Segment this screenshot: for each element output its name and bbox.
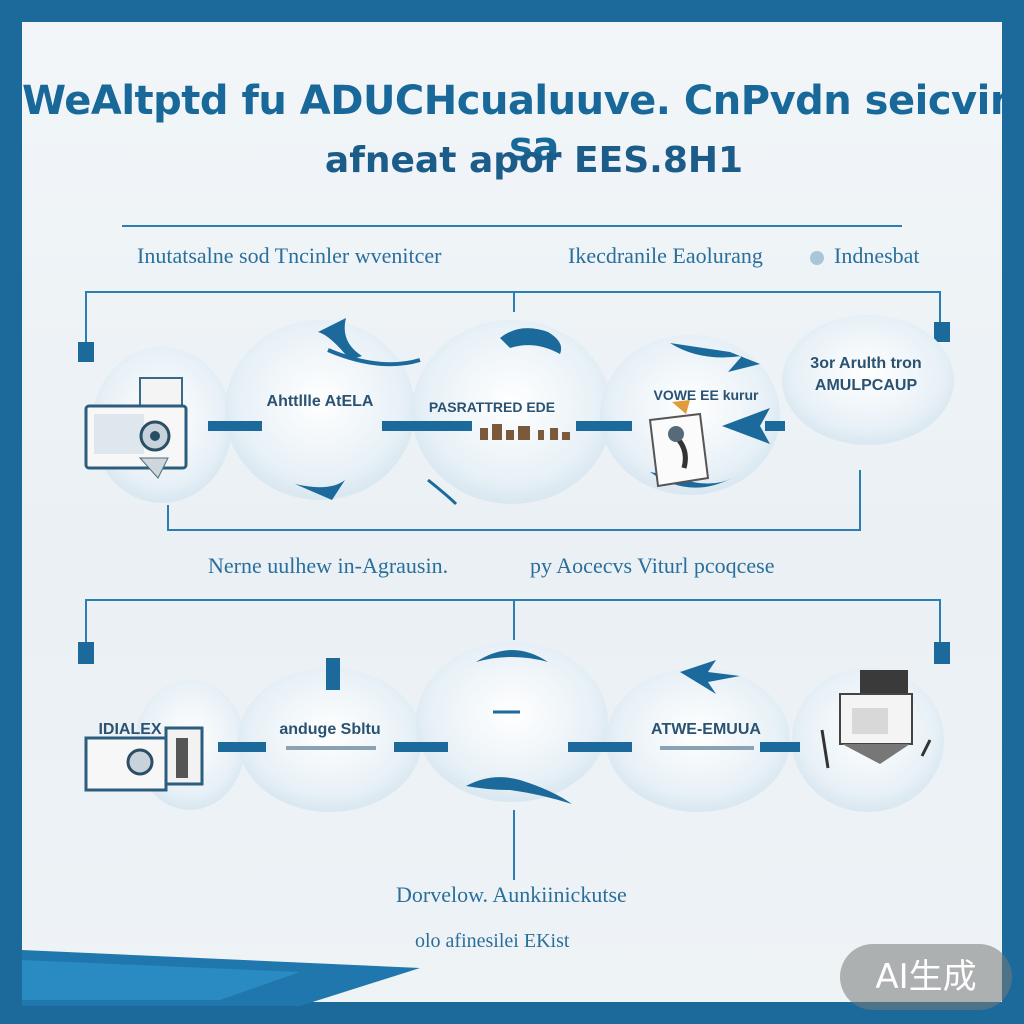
legend-dot — [810, 251, 824, 265]
bottom-right-marker — [934, 642, 950, 664]
footer-line-2: olo afinesilei EKist — [415, 930, 570, 952]
mid-caption-right: py Aocecvs Viturl pcoqcese — [530, 553, 775, 578]
bottom-device-icon — [84, 726, 204, 792]
top-node-5-label-2: AMULPCAUP — [815, 377, 918, 394]
bottom-row-nodes — [135, 642, 944, 812]
bottom-node-4-bubble — [606, 668, 790, 812]
monitor-device-icon — [84, 377, 188, 479]
bottom-flow-arrows — [218, 650, 800, 804]
document-tool-icon — [648, 400, 710, 488]
page-title: WeAltptd fu ADUCHcualuuve. CnPvdn seicvi… — [22, 78, 1024, 170]
header-divider — [122, 225, 902, 227]
mid-caption-left: Nerne uulhew in-Agrausin. — [208, 553, 449, 578]
top-row-connectors — [85, 291, 941, 531]
top-node-4-label: VOWE EE kurur — [653, 387, 759, 403]
top-flow-arrows — [208, 318, 785, 506]
top-node-5-label-1: 3or Arulth tron — [810, 355, 921, 372]
page-subtitle: afneat apor EES.8H1 — [324, 140, 744, 181]
bottom-node-4-label: ATWE-EMUUA — [651, 721, 761, 738]
footer-line-1: Dorvelow. Aunkiinickutse — [396, 882, 627, 907]
bottom-node-1-label: IDIALEX — [98, 721, 161, 738]
bottom-node-2-bubble — [238, 668, 422, 812]
bottom-row-connectors — [85, 599, 941, 880]
top-label-left: Inutatsalne sod Tncinler wvenitcer — [137, 243, 442, 268]
printer-device-icon — [820, 670, 932, 769]
top-label-right: Ikecdranile Eaolurang — [568, 243, 763, 268]
bottom-node-2-label: anduge Sbltu — [279, 721, 380, 738]
top-node-3-bubble — [412, 320, 612, 504]
ai-generated-badge: AI生成 — [840, 944, 1012, 1010]
top-row-nodes — [92, 315, 954, 504]
bottom-node-2-underline — [286, 746, 376, 750]
bottom-left-marker — [78, 642, 94, 664]
top-node-2-label: Ahttllle AtELA — [267, 393, 374, 410]
bottom-node-3-bubble — [416, 642, 608, 802]
top-label-legend: Indnesbat — [834, 243, 920, 268]
top-node-5-bubble — [782, 315, 954, 445]
city-skyline-icon — [480, 424, 570, 440]
top-left-marker — [78, 342, 94, 362]
footer-wave — [22, 950, 420, 1006]
top-node-2-bubble — [225, 320, 415, 500]
bottom-node-4-underline — [660, 746, 754, 750]
top-node-3-label: PASRATTRED EDE — [429, 399, 555, 415]
top-right-marker — [934, 322, 950, 342]
